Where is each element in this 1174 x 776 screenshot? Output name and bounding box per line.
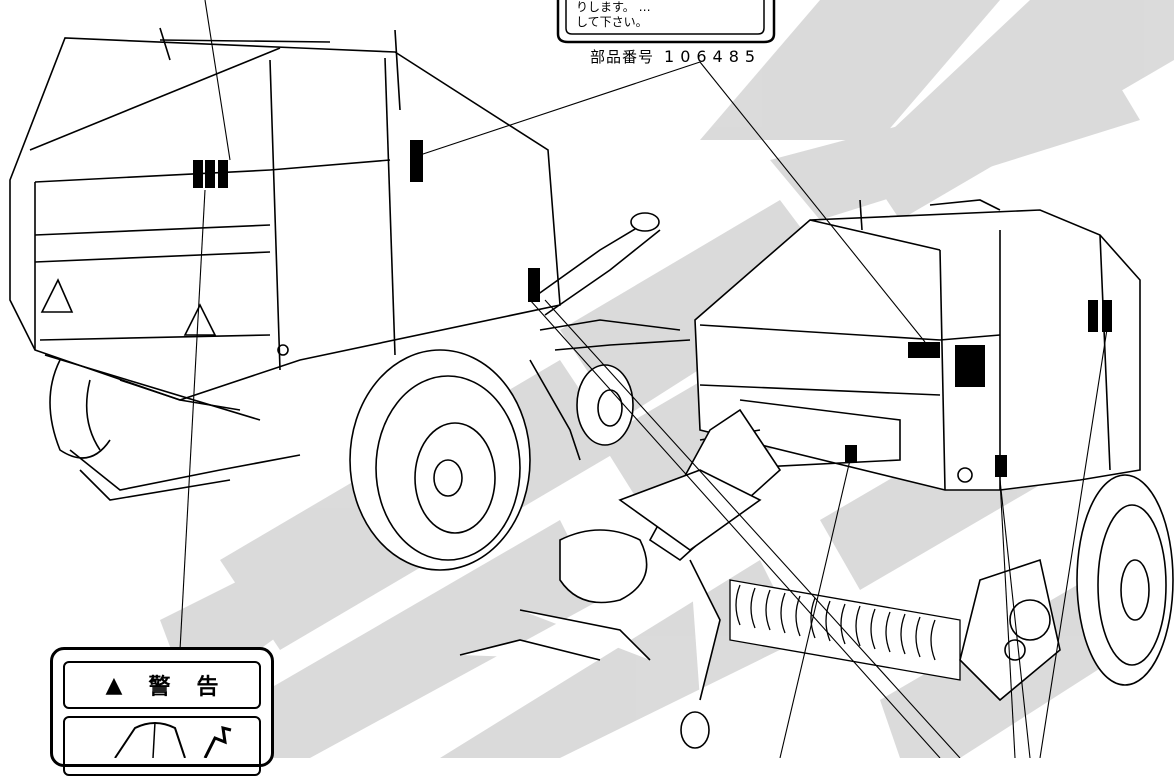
warning-decal: ▲ 警 告 — [50, 647, 274, 776]
left-wheel — [349, 349, 531, 571]
warning-triangle-icon: ▲ — [105, 672, 123, 698]
warning-header: ▲ 警 告 — [63, 661, 261, 709]
top-decal-frame — [556, 0, 776, 44]
top-decal-text: りします。 … して下さい。 — [566, 0, 651, 30]
part-number-prefix: 部品番号 — [590, 48, 655, 66]
top-decal-line2: して下さい。 — [576, 15, 648, 29]
leader-lines — [179, 0, 1111, 758]
top-decal-line1: りします。 … — [576, 0, 651, 14]
left-drawbar — [529, 212, 691, 461]
warning-char-1: 警 — [148, 675, 171, 700]
left-baler — [9, 27, 561, 501]
left-warning-decals — [193, 140, 540, 302]
right-warning-decals — [845, 300, 1112, 477]
warning-pictogram — [63, 716, 261, 776]
part-number: 部品番号 106485 — [590, 46, 761, 67]
baler-diagram — [9, 0, 1174, 758]
right-tongue — [459, 408, 782, 749]
right-side-mechanism — [959, 558, 1061, 702]
part-number-value: 106485 — [664, 47, 762, 66]
warning-pictogram-icon — [114, 721, 232, 759]
warning-char-2: 告 — [196, 675, 219, 700]
pickup-reel — [729, 579, 961, 681]
right-wheel — [1076, 474, 1174, 686]
